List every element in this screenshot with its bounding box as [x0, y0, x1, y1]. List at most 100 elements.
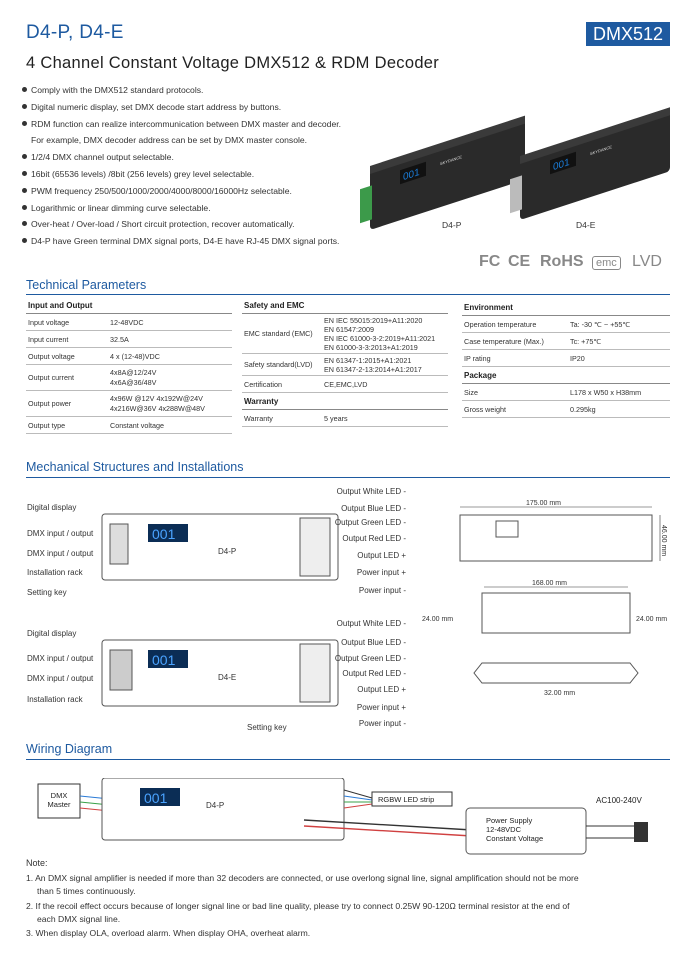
- note-line: 2. If the recoil effect occurs because o…: [26, 901, 570, 911]
- callout-output-red: Output Red LED -: [342, 669, 406, 678]
- svg-text:D4-E: D4-E: [218, 673, 236, 682]
- section-divider: [26, 477, 670, 478]
- svg-text:46.00 mm: 46.00 mm: [660, 525, 667, 556]
- product-d4p-image: 001 SKYDANCE: [360, 115, 525, 229]
- feature-item: 1/2/4 DMX channel output selectable.: [22, 149, 362, 166]
- bullet-icon: [22, 187, 27, 193]
- table-header: Warranty: [242, 392, 448, 410]
- d4p-front-drawing: 001 D4-P: [101, 513, 339, 581]
- callout-digital-display: Digital display: [27, 629, 77, 638]
- callout-output-blue: Output Blue LED -: [341, 504, 406, 513]
- feature-item: 16bit (65536 levels) /8bit (256 levels) …: [22, 166, 362, 183]
- bullet-icon: [22, 238, 27, 244]
- feature-item: For example, DMX decoder address can be …: [31, 135, 308, 146]
- svg-text:001: 001: [152, 652, 176, 668]
- product-label-d4e: D4-E: [576, 220, 596, 230]
- feature-item: RDM function can realize intercommunicat…: [22, 116, 362, 133]
- callout-output-white: Output White LED -: [336, 619, 406, 628]
- wiring-section-title: Wiring Diagram: [26, 742, 113, 756]
- dimension-drawings: 175.00 mm 46.00 mm 168.00 mm 24.00 mm 24…: [422, 500, 667, 697]
- callout-dmx-io: DMX input / output: [27, 529, 94, 538]
- svg-text:RGBW LED strip: RGBW LED strip: [378, 795, 434, 804]
- product-label-d4p: D4-P: [442, 220, 462, 230]
- callout-output-led-plus: Output LED +: [357, 551, 406, 560]
- rohs-logo: RoHS: [540, 253, 584, 270]
- callout-installation-rack: Installation rack: [27, 568, 83, 577]
- fc-logo: FC: [479, 253, 501, 270]
- callout-dmx-io: DMX input / output: [27, 549, 94, 558]
- note-line: than 5 times continuously.: [37, 886, 136, 896]
- callout-output-green: Output Green LED -: [334, 518, 406, 527]
- note-line: 1. An DMX signal amplifier is needed if …: [26, 873, 579, 883]
- feature-item: Over-heat / Over-load / Short circuit pr…: [22, 216, 362, 233]
- note-line: each DMX signal line.: [37, 914, 121, 924]
- callout-output-green: Output Green LED -: [334, 654, 406, 663]
- svg-text:32.00 mm: 32.00 mm: [544, 690, 575, 697]
- svg-text:175.00 mm: 175.00 mm: [526, 500, 561, 507]
- table-row: Safety standard(LVD)EN 61347-1:2015+A1:2…: [242, 353, 448, 376]
- table-row: EMC standard (EMC)EN IEC 55015:2019+A11:…: [242, 313, 448, 354]
- bullet-icon: [22, 103, 27, 109]
- safety-table: Safety and EMC EMC standard (EMC)EN IEC …: [242, 297, 448, 427]
- callout-dmx-io: DMX input / output: [27, 654, 94, 663]
- table-header: Environment: [462, 299, 670, 316]
- feature-item: Logarithmic or linear dimming curve sele…: [22, 200, 362, 217]
- section-divider: [26, 294, 670, 295]
- svg-text:001: 001: [144, 790, 168, 806]
- bullet-icon: [22, 154, 27, 160]
- bullet-icon: [22, 204, 27, 210]
- feature-item: Comply with the DMX512 standard protocol…: [22, 82, 362, 99]
- callout-output-red: Output Red LED -: [342, 534, 406, 543]
- feature-item: PWM frequency 250/500/1000/2000/4000/800…: [22, 183, 362, 200]
- note-line: 3. When display OLA, overload alarm. Whe…: [26, 928, 311, 938]
- callout-power-minus: Power input -: [358, 719, 406, 728]
- feature-item: Digital numeric display, set DMX decode …: [22, 99, 362, 116]
- callout-output-blue: Output Blue LED -: [341, 638, 406, 647]
- ce-logo: CE: [508, 253, 531, 270]
- svg-text:D4-P: D4-P: [206, 801, 224, 810]
- table-header: Package: [462, 366, 670, 384]
- callout-setting-key: Setting key: [247, 723, 287, 732]
- section-divider: [26, 759, 670, 760]
- callout-digital-display: Digital display: [27, 503, 77, 512]
- callout-power-plus: Power input +: [356, 703, 406, 712]
- callout-dmx-io: DMX input / output: [27, 674, 94, 683]
- table-header: Input and Output: [26, 297, 232, 314]
- table-row: Case temperature (Max.)Tc: +75℃: [462, 332, 670, 350]
- svg-text:24.00 mm: 24.00 mm: [422, 616, 453, 623]
- callout-output-white: Output White LED -: [336, 487, 406, 496]
- callout-power-plus: Power input +: [356, 568, 406, 577]
- emc-logo: emc: [592, 256, 621, 270]
- svg-text:D4-P: D4-P: [218, 547, 236, 556]
- callout-installation-rack: Installation rack: [27, 695, 83, 704]
- mech-section-title: Mechanical Structures and Installations: [26, 460, 244, 474]
- model-title: D4-P, D4-E: [26, 22, 124, 43]
- table-header: Safety and EMC: [242, 297, 448, 314]
- bullet-icon: [22, 87, 27, 92]
- svg-text:AC100-240V: AC100-240V: [596, 796, 642, 805]
- d4e-front-drawing: 001 D4-E: [101, 639, 339, 707]
- callout-setting-key: Setting key: [27, 588, 67, 597]
- callout-output-led-plus: Output LED +: [357, 685, 406, 694]
- svg-text:24.00 mm: 24.00 mm: [636, 616, 667, 623]
- bullet-icon: [22, 221, 27, 227]
- tech-section-title: Technical Parameters: [26, 278, 147, 292]
- svg-text:168.00 mm: 168.00 mm: [532, 580, 567, 587]
- product-d4e-image: 001 SKYDANCE: [510, 107, 670, 219]
- page-subtitle: 4 Channel Constant Voltage DMX512 & RDM …: [26, 54, 440, 72]
